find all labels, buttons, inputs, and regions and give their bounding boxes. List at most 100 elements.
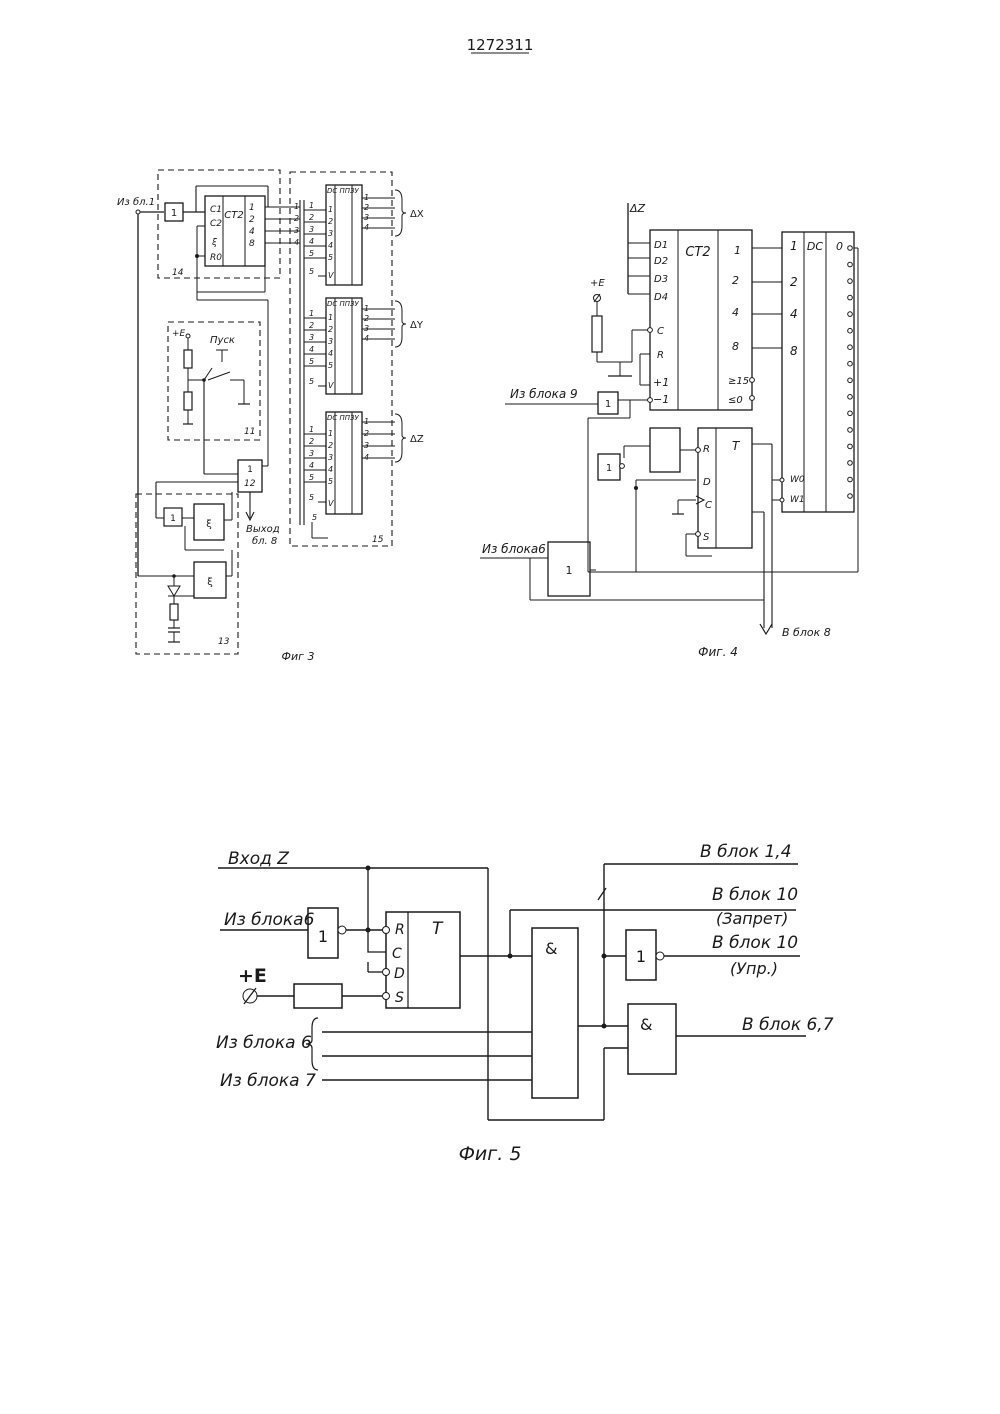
svg-text:C: C — [657, 326, 664, 337]
fig4-dc-output-pin — [848, 279, 853, 284]
svg-text:−1: −1 — [653, 393, 669, 406]
svg-text:T: T — [432, 919, 444, 939]
fig4-dc-output-pin — [848, 295, 853, 300]
fig4-bus-label: ΔZ — [629, 202, 646, 215]
svg-text:1: 1 — [309, 201, 314, 210]
svg-text:1: 1 — [636, 947, 646, 966]
fig5-out-block14: В блок 1,4 — [700, 842, 792, 862]
svg-text:2: 2 — [790, 275, 798, 289]
fig5-out-block10-b-note: (Упр.) — [730, 959, 778, 978]
fig3-output-label-2: бл. 8 — [252, 535, 277, 547]
svg-text:1: 1 — [328, 429, 333, 438]
svg-text:≥15: ≥15 — [728, 376, 749, 387]
fig3-supply-label: +E — [172, 329, 186, 339]
svg-text:1: 1 — [294, 202, 299, 211]
fig4-dc-output-pin — [848, 461, 853, 466]
svg-text:1: 1 — [606, 463, 612, 474]
fig5-supply-label: +E — [238, 965, 267, 987]
svg-text:5: 5 — [309, 249, 314, 258]
fig5-input-z: Вход Z — [228, 849, 289, 869]
fig4-dc-output-pin — [848, 328, 853, 333]
fig4-decoder-dc — [782, 232, 854, 512]
svg-text:5: 5 — [312, 513, 317, 522]
svg-text:1: 1 — [605, 399, 611, 410]
fig5-out-block10-a: В блок 10 — [712, 885, 798, 905]
fig4-dc-output-pin — [848, 262, 853, 267]
svg-text:5: 5 — [309, 473, 314, 482]
svg-text:2: 2 — [309, 213, 314, 222]
fig3-ct2-in-c1: C1 — [210, 205, 222, 215]
fig3-ct2-in-r0: R0 — [210, 253, 222, 263]
svg-text:2: 2 — [309, 437, 314, 446]
svg-text:CT2: CT2 — [685, 245, 710, 260]
svg-text:3: 3 — [328, 453, 333, 462]
svg-text:4: 4 — [309, 345, 314, 354]
svg-text:V: V — [328, 271, 334, 280]
fig3-ct2-out-8: 8 — [249, 239, 255, 249]
svg-text:W0: W0 — [790, 475, 805, 485]
svg-text:5: 5 — [328, 477, 333, 486]
svg-text:3: 3 — [328, 337, 333, 346]
svg-text:0: 0 — [836, 240, 843, 253]
svg-text:3: 3 — [309, 449, 314, 458]
svg-text:2: 2 — [328, 325, 333, 334]
fig4-dc-output-pins — [848, 246, 853, 499]
svg-text:DC ППЗУ: DC ППЗУ — [327, 187, 360, 195]
svg-text:1: 1 — [328, 313, 333, 322]
svg-text:2: 2 — [732, 274, 739, 287]
fig5-input-block7: Из блока 7 — [220, 1071, 316, 1091]
svg-text:8: 8 — [732, 340, 739, 353]
svg-text:+E: +E — [590, 278, 605, 289]
fig3-ct2-out-1: 1 — [249, 203, 255, 213]
svg-text:5: 5 — [328, 361, 333, 370]
svg-text:4: 4 — [732, 306, 739, 319]
svg-text:4: 4 — [309, 461, 314, 470]
svg-text:4: 4 — [328, 465, 333, 474]
svg-text:4: 4 — [309, 237, 314, 246]
svg-text:4: 4 — [790, 307, 798, 321]
fig3-block-14-number: 14 — [172, 268, 184, 278]
fig4-input-block9: Из блока 9 — [510, 387, 578, 401]
fig5-input-block6-top: Из блока6 — [224, 910, 315, 930]
svg-text:2: 2 — [309, 321, 314, 330]
svg-text:V: V — [328, 499, 334, 508]
fig4-diagram: ΔZ CT2 D1 D2 D3 D4 C R +1 −1 1 2 4 8 ≥15… — [480, 202, 858, 659]
svg-text:2: 2 — [328, 217, 333, 226]
fig3-bus-dy: ΔY — [410, 320, 424, 331]
svg-text:1: 1 — [318, 927, 328, 946]
fig4-dc-output-pin — [848, 494, 853, 499]
fig3-ct2-label: CT2 — [224, 210, 243, 221]
fig4-caption: Фиг. 4 — [698, 645, 738, 659]
svg-text:ξ: ξ — [207, 577, 213, 588]
fig3-ct2-out-2: 2 — [249, 215, 255, 225]
fig3-start-label: Пуск — [210, 335, 235, 346]
svg-text:DC: DC — [807, 240, 823, 253]
fig3-ct2-in-c2: C2 — [210, 219, 222, 229]
svg-text:S: S — [395, 990, 404, 1006]
svg-text:D: D — [703, 477, 711, 488]
svg-text:2: 2 — [294, 214, 299, 223]
svg-text:1: 1 — [328, 205, 333, 214]
patent-number: 1272311 — [467, 36, 534, 54]
svg-text:R: R — [395, 922, 405, 938]
svg-text:2: 2 — [328, 441, 333, 450]
fig3-block-13-number: 13 — [218, 637, 230, 647]
fig5-diagram: Вход Z Из блока6 1 T R C D S +E — [216, 842, 834, 1165]
svg-text:1: 1 — [790, 239, 798, 253]
svg-text:&: & — [545, 939, 557, 958]
fig3-diagram: Из бл.1 14 1 CT2 C1 C2 ξ R0 1 2 4 8 — [117, 170, 424, 663]
svg-text:5: 5 — [309, 377, 314, 386]
svg-text:D: D — [394, 966, 405, 982]
svg-text:≤0: ≤0 — [728, 395, 743, 406]
svg-text:5: 5 — [309, 357, 314, 366]
fig4-dc-output-pin — [848, 411, 853, 416]
fig4-dc-output-pin — [848, 444, 853, 449]
svg-text:5: 5 — [309, 267, 314, 276]
svg-text:R: R — [657, 350, 664, 361]
svg-text:D4: D4 — [654, 292, 668, 303]
svg-text:1: 1 — [309, 425, 314, 434]
fig3-ct2-out-4: 4 — [249, 227, 255, 237]
svg-text:ξ: ξ — [206, 519, 212, 530]
fig3-input-label: Из бл.1 — [117, 196, 155, 208]
svg-text:V: V — [328, 381, 334, 390]
